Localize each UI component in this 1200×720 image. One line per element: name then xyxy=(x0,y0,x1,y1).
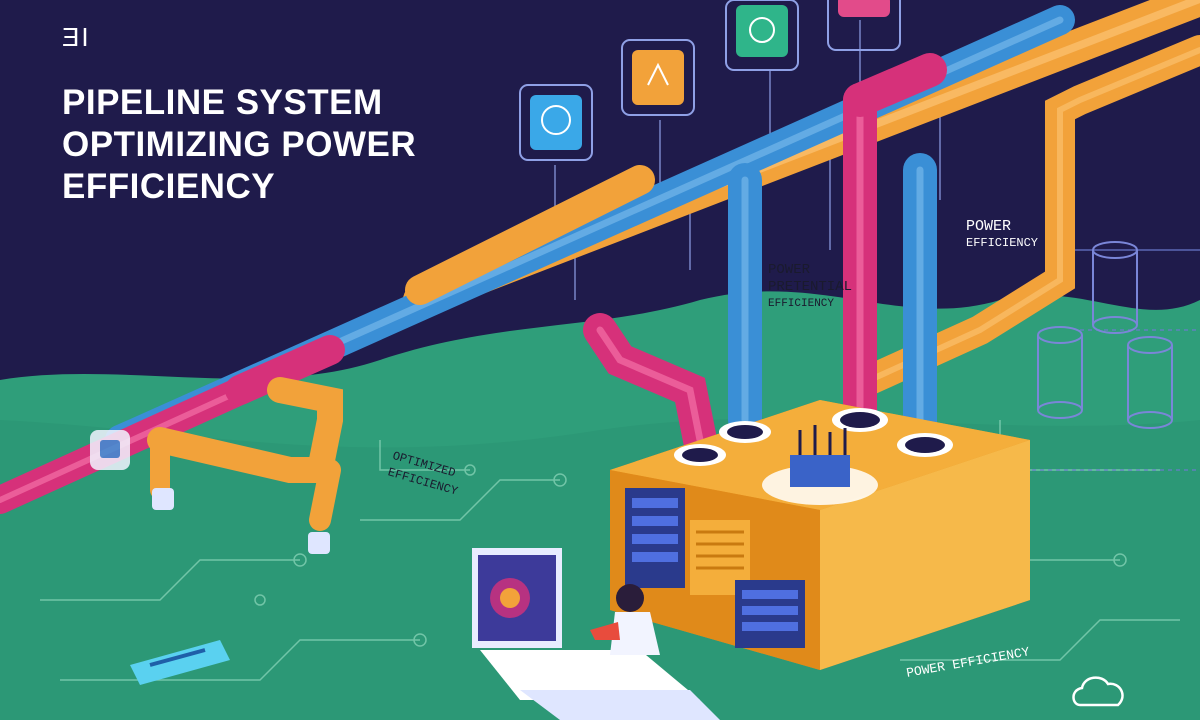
power-label-right-line1: POWER xyxy=(966,218,1012,235)
title-line-2: OPTIMIZING POWER xyxy=(62,125,417,164)
title-line-1: PIPELINE SYSTEM xyxy=(62,83,383,122)
pipe-supports xyxy=(152,488,330,554)
right-cylinders xyxy=(1037,241,1173,429)
monitor-icon-orange xyxy=(621,39,695,116)
orange-bent-pipe xyxy=(147,377,343,531)
monitor-icon-pink xyxy=(827,0,901,51)
server-rack-icon xyxy=(625,488,805,648)
power-label-right: POWER EFFICIENCY xyxy=(966,218,1038,252)
power-label-center-line2: PRETENTIAL xyxy=(768,279,853,295)
corner-mark: ƎI xyxy=(62,22,91,52)
orange-riser xyxy=(855,35,1200,395)
vertical-pipes xyxy=(583,53,947,457)
page-title: PIPELINE SYSTEM OPTIMIZING POWER EFFICIE… xyxy=(62,82,416,208)
pipe-joints xyxy=(90,430,130,470)
monitor-icon-blue xyxy=(519,84,593,161)
battery-device xyxy=(130,640,230,685)
cloud-icon xyxy=(1072,676,1124,707)
power-label-center-line1: POWER xyxy=(768,262,811,278)
person-figure xyxy=(590,584,660,655)
power-label-right-line2: EFFICIENCY xyxy=(966,236,1039,250)
computer-monitor-icon xyxy=(472,548,720,720)
power-label-center: POWER PRETENTIAL EFFICIENCY xyxy=(768,262,852,313)
monitor-icon-green xyxy=(725,0,799,71)
title-line-3: EFFICIENCY xyxy=(62,167,276,206)
power-label-center-line3: EFFICIENCY xyxy=(768,298,835,310)
